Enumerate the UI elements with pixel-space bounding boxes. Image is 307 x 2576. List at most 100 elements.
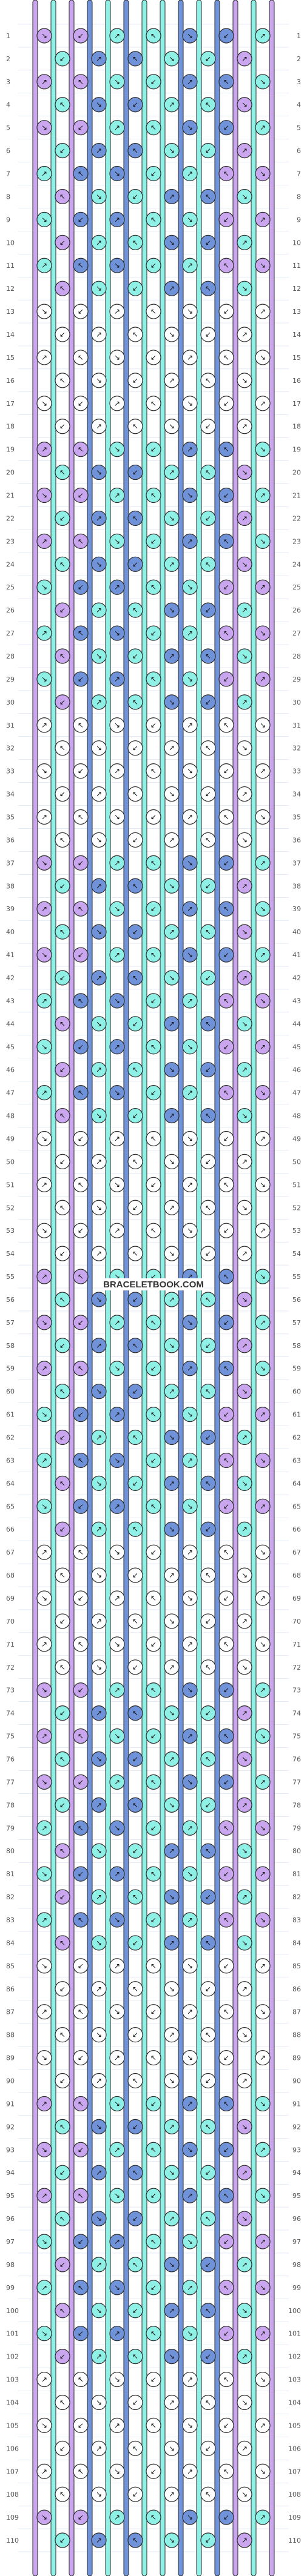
knot-direction-icon: ↘ [96, 101, 102, 109]
knot-direction-icon: ↖ [150, 1778, 157, 1786]
knot-direction-icon: ↗ [96, 606, 102, 614]
row-label-left: 101 [6, 2330, 19, 2338]
knot [91, 1613, 107, 1629]
knot [127, 1384, 143, 1399]
knot-direction-icon: ↙ [132, 1847, 138, 1855]
knot [164, 648, 180, 664]
knot-direction-icon: ↘ [114, 170, 120, 178]
knot-direction-icon: ↖ [223, 1364, 229, 1373]
knot [200, 1659, 216, 1675]
row-label-right: 104 [288, 2398, 301, 2406]
knot [182, 1315, 198, 1330]
knot-direction-icon: ↖ [132, 514, 138, 522]
knot-direction-icon: ↙ [78, 1410, 84, 1419]
knot [36, 1682, 52, 1698]
knot-direction-icon: ↙ [205, 1433, 211, 1442]
knot [109, 1544, 125, 1560]
knot [146, 442, 161, 457]
knot-direction-icon: ↗ [96, 1893, 102, 1901]
knot [218, 993, 234, 1009]
knot-direction-icon: ↘ [260, 2467, 266, 2475]
knot [91, 1062, 107, 1078]
knot-direction-icon: ↗ [169, 2306, 175, 2315]
knot-direction-icon: ↗ [41, 629, 47, 637]
knot [127, 1200, 143, 1215]
knot-direction-icon: ↖ [59, 192, 66, 201]
row-label-right: 89 [292, 2054, 301, 2062]
knot-direction-icon: ↘ [114, 1548, 120, 1556]
knot-direction-icon: ↙ [132, 2214, 138, 2223]
row-label-right: 60 [292, 1388, 301, 1396]
knot [200, 1705, 216, 1721]
knot [109, 304, 125, 319]
knot-direction-icon: ↙ [132, 2490, 138, 2498]
row-label-right: 51 [292, 1181, 301, 1189]
knot-direction-icon: ↖ [205, 1020, 211, 1028]
knot-direction-icon: ↗ [241, 330, 248, 339]
knot-direction-icon: ↖ [132, 1617, 138, 1625]
knot-direction-icon: ↙ [205, 1709, 211, 1718]
row-label-right: 27 [292, 629, 301, 637]
row-label-left: 72 [6, 1664, 15, 1671]
knot-direction-icon: ↗ [41, 261, 47, 270]
knot [55, 97, 70, 113]
knot [255, 1269, 271, 1284]
knot [73, 1498, 89, 1514]
knot-direction-icon: ↖ [223, 445, 229, 454]
knot [73, 625, 89, 641]
row-label-right: 12 [292, 285, 301, 293]
knot-direction-icon: ↘ [187, 1594, 193, 1602]
knot-direction-icon: ↖ [59, 2031, 66, 2039]
row-label-left: 102 [6, 2353, 19, 2361]
knot-direction-icon: ↖ [205, 284, 211, 293]
row-label-right: 13 [292, 308, 301, 316]
knot [164, 1567, 180, 1583]
knot-direction-icon: ↖ [132, 238, 138, 247]
knot [109, 993, 125, 1009]
row-label-left: 60 [6, 1388, 15, 1396]
knot [182, 1498, 198, 1514]
knot-direction-icon: ↙ [59, 1066, 66, 1074]
knot [200, 1292, 216, 1307]
row-label-left: 27 [6, 629, 15, 637]
knot-direction-icon: ↖ [150, 1134, 157, 1143]
row-label-left: 48 [6, 1112, 15, 1120]
row-label-right: 38 [292, 882, 301, 890]
knot-direction-icon: ↘ [241, 468, 248, 477]
knot-direction-icon: ↗ [260, 767, 266, 775]
knot-direction-icon: ↖ [223, 812, 229, 821]
knot-direction-icon: ↗ [41, 997, 47, 1005]
knot-direction-icon: ↘ [241, 2122, 248, 2131]
knot [55, 1384, 70, 1399]
knot [146, 1039, 161, 1055]
knot-direction-icon: ↙ [205, 606, 211, 614]
knot [73, 1269, 89, 1284]
knot-direction-icon: ↘ [96, 468, 102, 477]
knot-direction-icon: ↘ [114, 2099, 120, 2108]
knot-direction-icon: ↗ [114, 583, 120, 591]
knot [218, 257, 234, 273]
row-label-right: 56 [292, 1296, 301, 1304]
knot-direction-icon: ↖ [78, 629, 84, 637]
knot-direction-icon: ↖ [150, 307, 157, 316]
knot-direction-icon: ↘ [241, 2031, 248, 2039]
knot-direction-icon: ↘ [114, 78, 120, 86]
knot-direction-icon: ↙ [78, 2145, 84, 2154]
knot [255, 396, 271, 411]
knot-direction-icon: ↙ [205, 2168, 211, 2177]
knot-direction-icon: ↘ [114, 1180, 120, 1189]
knot [109, 1315, 125, 1330]
knot-direction-icon: ↘ [260, 1364, 266, 1373]
knot [109, 1130, 125, 1147]
knot [164, 281, 180, 296]
knot-direction-icon: ↖ [132, 2076, 138, 2085]
row-label-right: 74 [292, 1710, 301, 1718]
knot-direction-icon: ↘ [169, 1157, 175, 1166]
knot [200, 1338, 216, 1353]
knot [255, 487, 271, 503]
knot-direction-icon: ↗ [114, 1134, 120, 1143]
row-label-left: 95 [6, 2192, 15, 2200]
knot [55, 1292, 70, 1307]
knot-direction-icon: ↘ [241, 2398, 248, 2406]
knot-direction-icon: ↘ [114, 445, 120, 454]
